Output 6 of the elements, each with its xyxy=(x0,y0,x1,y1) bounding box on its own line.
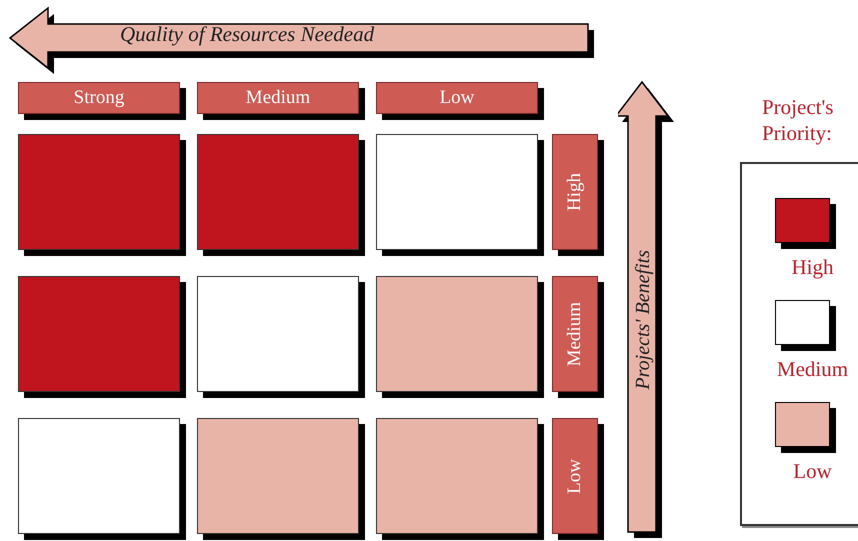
legend-label: High xyxy=(790,255,834,280)
legend-title: Project's Priority: xyxy=(762,94,834,146)
axis-label: Quality of Resources Needead xyxy=(120,22,374,47)
axis-label: Projects' Benefits xyxy=(632,250,655,390)
legend-label: Low xyxy=(792,459,833,484)
legend-label: Medium xyxy=(776,357,850,382)
